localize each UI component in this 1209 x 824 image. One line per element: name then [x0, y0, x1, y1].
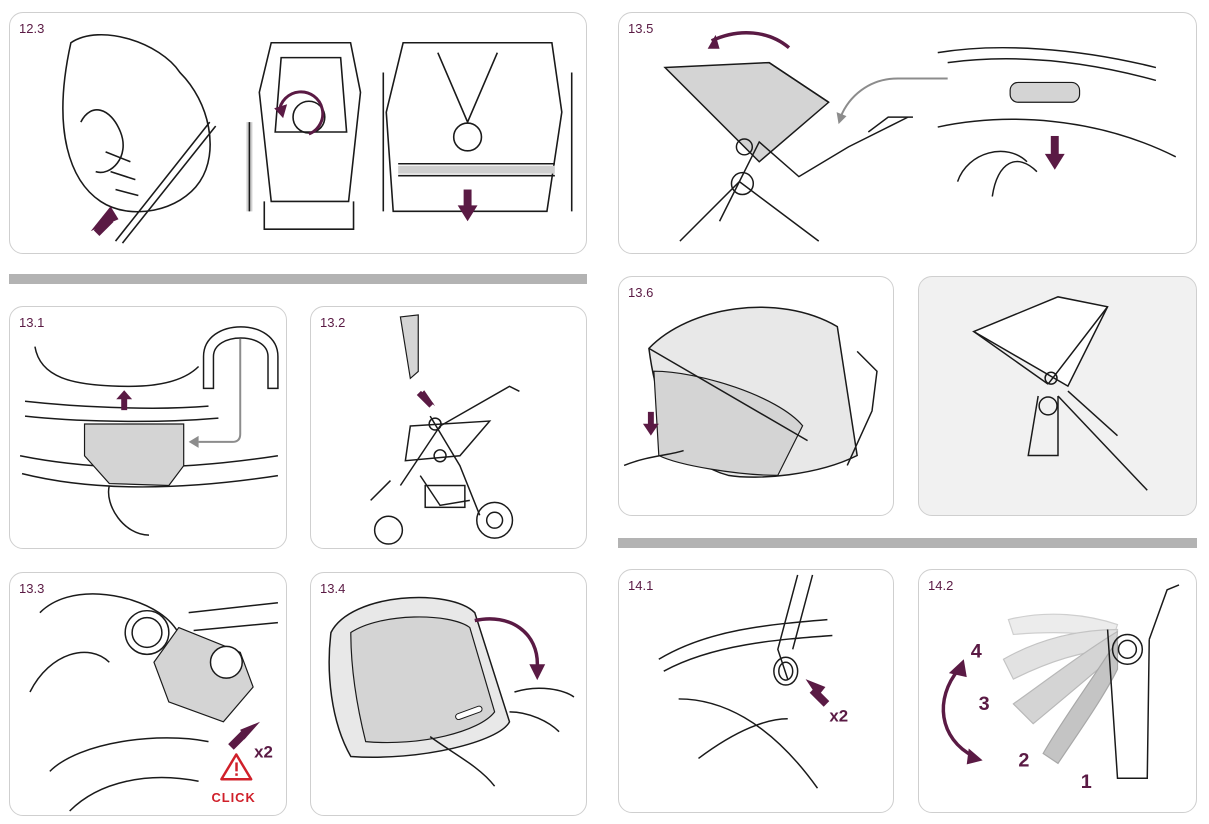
step-number: 13.4: [320, 581, 346, 596]
illustration-lower-canopy: [623, 306, 878, 478]
illustration-fold-canopy-frame: [663, 31, 1177, 242]
panel-step-13-6: 13.6: [618, 276, 894, 516]
section-divider-right: [618, 538, 1197, 548]
panel-step-13-4: 13.4: [310, 572, 587, 816]
step-number: 14.1: [628, 578, 654, 593]
recline-position-4-label: 4: [971, 640, 982, 662]
panel-step-13-6-result: [918, 276, 1197, 516]
step-number: 13.5: [628, 21, 654, 36]
click-label: CLICK: [211, 790, 255, 805]
illustration-click-canopy-joint: x2 CLICK: [29, 593, 279, 812]
step-number: 13.2: [320, 315, 346, 330]
illustration-canopy-mounted: [972, 296, 1148, 491]
step-number: 13.1: [19, 315, 45, 330]
panel-step-13-1: 13.1: [9, 306, 287, 549]
step-number: 13.3: [19, 581, 45, 596]
step-number: 13.6: [628, 285, 654, 300]
warning-icon: [220, 753, 253, 781]
step-number: 12.3: [19, 21, 45, 36]
illustration-harness-release: [62, 34, 573, 244]
panel-step-13-5: 13.5: [618, 12, 1197, 254]
panel-step-13-2: 13.2: [310, 306, 587, 549]
repeat-count-label: x2: [829, 707, 848, 726]
illustration-unfold-canopy: [328, 596, 575, 787]
illustration-press-recline-buttons: x2: [658, 574, 848, 789]
recline-position-2-label: 2: [1018, 749, 1029, 771]
illustration-recline-positions: 1 2 3 4: [941, 584, 1180, 793]
illustration-remove-bumper-bar: [19, 326, 279, 536]
step-number: 14.2: [928, 578, 954, 593]
illustration-stroller-attach-canopy: [370, 314, 520, 545]
repeat-count-label: x2: [254, 742, 273, 761]
panel-step-14-2: 14.2 1 2 3 4: [918, 569, 1197, 813]
recline-position-1-label: 1: [1081, 771, 1092, 793]
panel-step-14-1: 14.1 x2: [618, 569, 894, 813]
section-divider-left: [9, 274, 587, 284]
panel-step-12-3: 12.3: [9, 12, 587, 254]
recline-position-3-label: 3: [979, 693, 990, 715]
panel-step-13-3: 13.3 x2 CLICK: [9, 572, 287, 816]
